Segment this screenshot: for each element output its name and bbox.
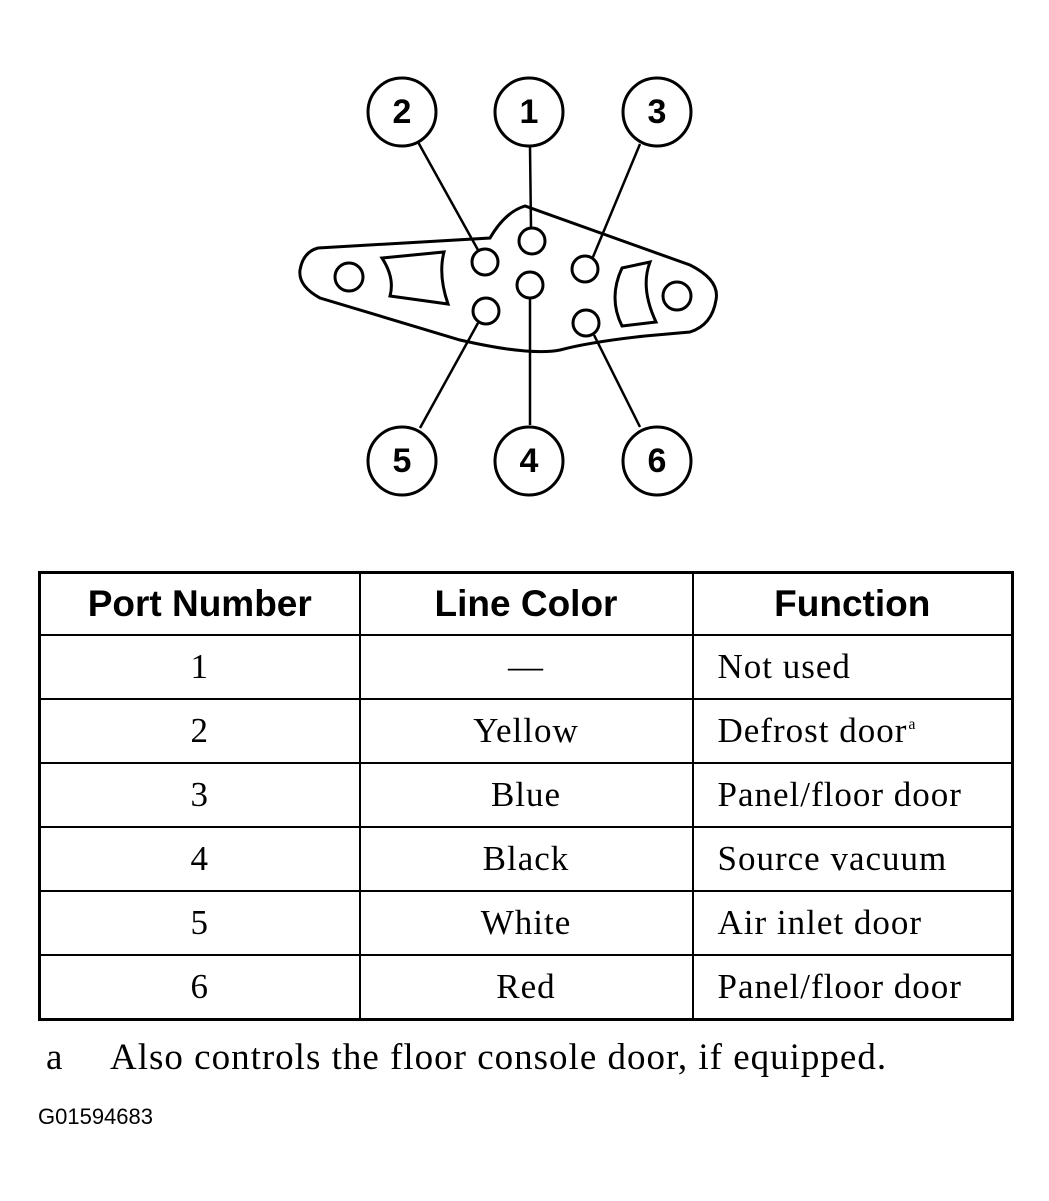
leader-line-1	[528, 146, 533, 229]
function-text: Defrost door	[717, 711, 908, 750]
callout-label-6: 6	[648, 442, 667, 480]
table-row: 5 White Air inlet door	[38, 890, 1014, 956]
connector-body	[298, 204, 718, 354]
cell-color: White	[358, 890, 694, 956]
cell-function: Source vacuum	[691, 826, 1014, 892]
cell-port: 6	[38, 954, 361, 1021]
footnote: a Also controls the floor console door, i…	[46, 1036, 887, 1079]
table-row: 2 Yellow Defrost doora	[38, 698, 1014, 764]
table-row: 4 Black Source vacuum	[38, 826, 1014, 892]
table-row: 3 Blue Panel/floor door	[38, 762, 1014, 828]
footnote-reference: a	[908, 716, 917, 734]
leader-line-6	[592, 334, 642, 428]
header-line-color: Line Color	[358, 571, 694, 636]
cell-port: 4	[38, 826, 361, 892]
cell-port: 5	[38, 890, 361, 956]
header-function: Function	[691, 571, 1014, 636]
cutout-right	[613, 259, 659, 328]
callout-label-5: 5	[393, 442, 412, 480]
cell-port: 3	[38, 762, 361, 828]
cell-color: Blue	[358, 762, 694, 828]
figure-id: G01594683	[38, 1104, 153, 1129]
cell-port: 2	[38, 698, 361, 764]
callout-circle-3	[621, 76, 693, 148]
port-table: Port Number Line Color Function 1 — Not …	[38, 571, 1014, 1021]
callout-circle-6	[621, 425, 693, 497]
callout-label-4: 4	[520, 442, 539, 480]
cell-color: Black	[358, 826, 694, 892]
cell-function: Defrost doora	[691, 698, 1014, 764]
mounting-hole-right	[661, 280, 693, 312]
leader-line-3	[591, 143, 642, 258]
callout-label-3: 3	[648, 93, 667, 131]
cell-color: Yellow	[358, 698, 694, 764]
port-hole-4	[515, 270, 545, 300]
port-hole-2	[470, 247, 500, 277]
port-hole-6	[571, 308, 601, 338]
vacuum-port-diagram: 2 1 3 5 4 6	[298, 76, 718, 497]
callout-circle-1	[493, 76, 565, 148]
cell-color: Red	[358, 954, 694, 1021]
leader-line-5	[418, 322, 480, 429]
cell-function: Panel/floor door	[691, 954, 1014, 1021]
table-header-row: Port Number Line Color Function	[38, 571, 1014, 636]
port-hole-5	[471, 296, 501, 326]
table-row: 1 — Not used	[38, 634, 1014, 700]
port-hole-1	[517, 226, 547, 256]
callout-label-2: 2	[393, 93, 412, 131]
cutout-left	[379, 250, 451, 306]
footnote-mark: a	[46, 1037, 64, 1078]
cell-function: Not used	[691, 634, 1014, 700]
cell-function: Panel/floor door	[691, 762, 1014, 828]
port-hole-3	[570, 254, 600, 284]
header-port-number: Port Number	[38, 571, 361, 636]
callout-circle-5	[366, 425, 438, 497]
leader-line-2	[416, 141, 480, 251]
callout-circle-2	[366, 76, 438, 148]
cell-port: 1	[38, 634, 361, 700]
table-row: 6 Red Panel/floor door	[38, 954, 1014, 1021]
cell-color: —	[358, 634, 694, 700]
callout-circle-4	[493, 425, 565, 497]
mounting-hole-left	[333, 261, 365, 293]
footnote-text: Also controls the floor console door, if…	[110, 1037, 888, 1078]
cell-function: Air inlet door	[691, 890, 1014, 956]
callout-label-1: 1	[520, 93, 539, 131]
